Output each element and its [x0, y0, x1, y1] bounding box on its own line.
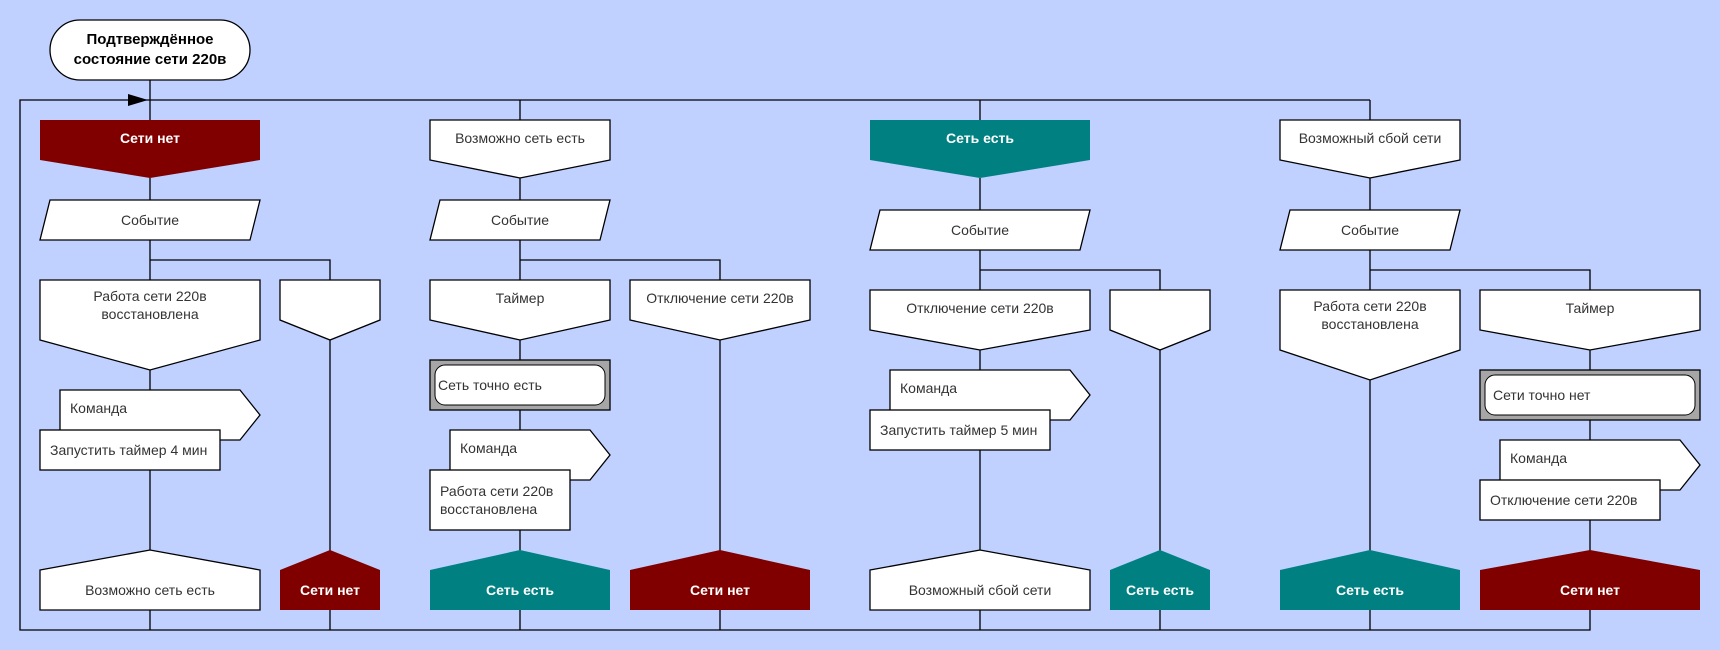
arrow-head-icon: [128, 94, 148, 106]
result-label: Возможный сбой сети: [908, 582, 1052, 598]
result-label: Сеть есть: [1126, 582, 1194, 598]
confirm-label: Сети точно нет: [1493, 387, 1591, 403]
command-text-box[interactable]: [39, 429, 221, 471]
state-label: Сеть есть: [946, 130, 1014, 146]
command-text: Запустить таймер 5 мин: [880, 422, 1038, 438]
result-shape[interactable]: [1280, 550, 1460, 610]
result-label: Сети нет: [690, 582, 750, 598]
result-label: Сеть есть: [1336, 582, 1404, 598]
confirm-label: Сеть точно есть: [438, 377, 542, 393]
result-shape[interactable]: [430, 550, 610, 610]
start-terminator[interactable]: [49, 19, 251, 81]
result-shape[interactable]: [1480, 550, 1700, 610]
branch-label: Отключение сети 220в: [646, 290, 794, 306]
result-label: Сети нет: [1560, 582, 1620, 598]
event-label: Событие: [121, 212, 179, 228]
branch-shape[interactable]: [1279, 289, 1461, 381]
command-text-box[interactable]: [869, 409, 1051, 451]
state-header-possible-failure[interactable]: [1279, 119, 1461, 179]
branch-label: Работа сети 220в восстановлена: [1313, 298, 1427, 332]
state-label: Возможный сбой сети: [1298, 130, 1442, 146]
branch-label: Таймер: [495, 290, 545, 306]
result-label: Возможно сеть есть: [85, 582, 215, 598]
branch-shape[interactable]: [39, 279, 261, 371]
result-shape[interactable]: [869, 549, 1091, 611]
result-label: Сети нет: [300, 582, 360, 598]
confirm-box[interactable]: [434, 364, 606, 406]
branch-shape[interactable]: [629, 279, 811, 341]
result-shape[interactable]: [39, 549, 261, 611]
branch-shape[interactable]: [869, 289, 1091, 351]
command-text: Запустить таймер 4 мин: [50, 442, 208, 458]
command-text: Работа сети 220в восстановлена: [440, 483, 554, 517]
result-shape[interactable]: [1110, 550, 1210, 610]
event-shape[interactable]: [869, 209, 1091, 251]
branch-label: Таймер: [1565, 300, 1615, 316]
connector-line: [520, 259, 721, 280]
connector-line: [150, 259, 331, 280]
event-label: Событие: [951, 222, 1009, 238]
connector-line: [1370, 269, 1591, 290]
branch-shape[interactable]: [429, 279, 611, 341]
command-text-box[interactable]: [1479, 479, 1661, 521]
command-text-box[interactable]: [429, 469, 571, 531]
state-label: Возможно сеть есть: [455, 130, 585, 146]
event-shape[interactable]: [1279, 209, 1461, 251]
result-shape[interactable]: [630, 550, 810, 610]
result-shape[interactable]: [280, 550, 380, 610]
state-header-maybe-power[interactable]: [429, 119, 611, 179]
start-title: Подтверждённое состояние сети 220в: [73, 31, 227, 68]
command-label: Команда: [900, 380, 958, 396]
branch-shape[interactable]: [1479, 289, 1701, 351]
branch-shape[interactable]: [1109, 289, 1211, 351]
command-label: Команда: [1510, 450, 1568, 466]
event-shape[interactable]: [39, 199, 261, 241]
command-label: Команда: [460, 440, 518, 456]
branch-label: Отключение сети 220в: [906, 300, 1054, 316]
result-label: Сеть есть: [486, 582, 554, 598]
confirm-box[interactable]: [1484, 374, 1696, 416]
command-label: Команда: [70, 400, 128, 416]
branch-label: Работа сети 220в восстановлена: [93, 288, 207, 322]
branch-shape[interactable]: [279, 279, 381, 341]
event-label: Событие: [1341, 222, 1399, 238]
state-label: Сети нет: [120, 130, 180, 146]
event-shape[interactable]: [429, 199, 611, 241]
loop-line: [19, 99, 1591, 631]
command-text: Отключение сети 220в: [1490, 492, 1638, 508]
connector-line: [980, 269, 1161, 290]
state-header-no-power[interactable]: [40, 120, 260, 178]
event-label: Событие: [491, 212, 549, 228]
state-header-power[interactable]: [870, 120, 1090, 178]
